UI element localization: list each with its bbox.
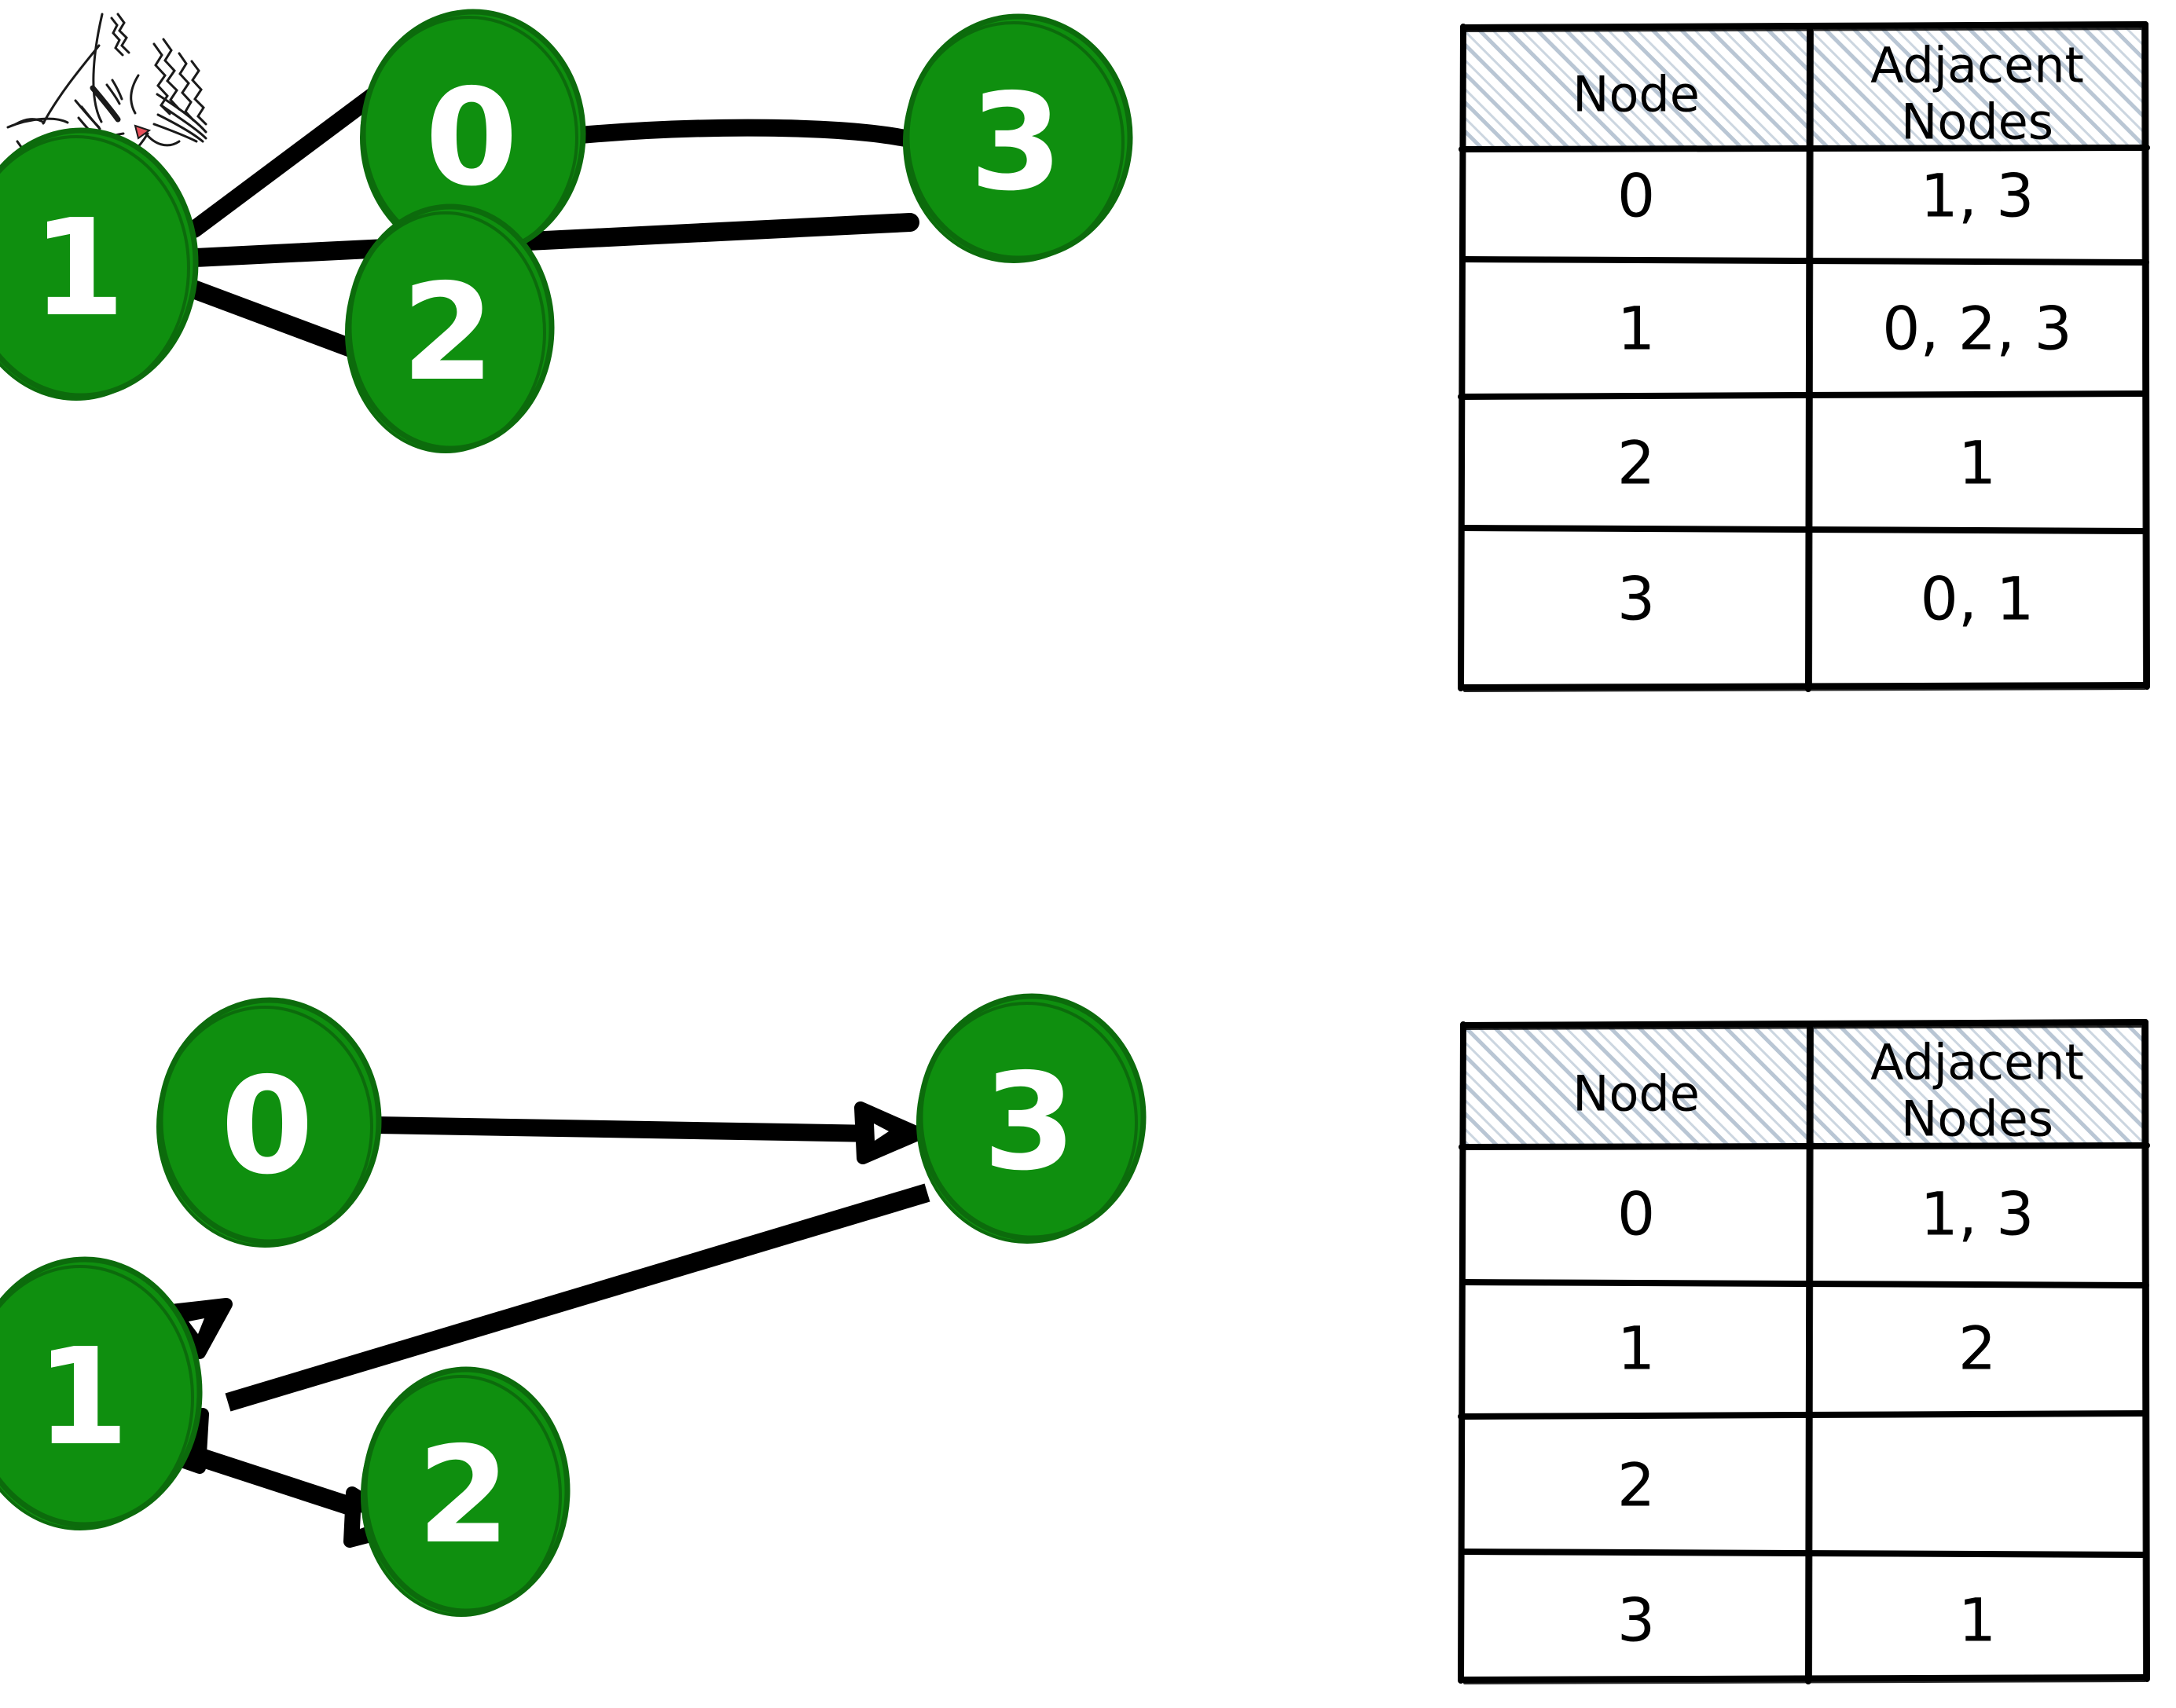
graph-node-label: 0: [425, 60, 518, 216]
cell-adjacent: 1, 3: [1920, 161, 2034, 231]
table-row[interactable]: 1 0, 2, 3: [1617, 294, 2072, 364]
edge-0-3-directed: [375, 1116, 877, 1142]
edge-1-3: [185, 213, 919, 267]
table2-header-node-label: Node: [1572, 1065, 1700, 1123]
table1-header-node-label: Node: [1572, 66, 1700, 123]
cell-node: 0: [1617, 1179, 1655, 1249]
graph-node-0[interactable]: 0: [156, 997, 382, 1248]
cell-adjacent: 2: [1958, 1314, 1996, 1384]
cell-adjacent: 1: [1958, 1585, 1996, 1655]
graph-node-label: 3: [983, 1045, 1076, 1200]
graph-node-label: 1: [36, 1320, 129, 1475]
graph-nodes: 0 3 1 2: [0, 993, 1147, 1617]
table1-rows: 0 1, 3 1 0, 2, 3 2 1 3 0, 1: [1617, 161, 2072, 634]
edge-1-2: [184, 280, 365, 359]
cell-node: 3: [1617, 1585, 1655, 1655]
cell-node: 1: [1617, 1314, 1655, 1384]
graph-nodes: 0 3 1 2: [0, 9, 1133, 453]
table1-header-adjacent-label-line2: Nodes: [1901, 93, 2053, 151]
graph-node-3[interactable]: 3: [916, 993, 1147, 1244]
cell-node: 3: [1617, 564, 1655, 634]
cell-node: 1: [1617, 294, 1655, 364]
table-row[interactable]: 1 2: [1617, 1314, 1996, 1384]
table-row[interactable]: 2: [1617, 1450, 1655, 1520]
adjacency-table-undirected: Node Adjacent Nodes 0 1, 3 1 0, 2, 3 2 1: [1458, 21, 2150, 692]
table1-header-adjacent-label-line1: Adjacent: [1870, 37, 2084, 94]
table2-header-adjacent-label-line1: Adjacent: [1870, 1034, 2084, 1091]
table2-rows: 0 1, 3 1 2 2 3 1: [1617, 1179, 2035, 1655]
edge-0-3: [571, 119, 914, 147]
cell-node: 2: [1617, 428, 1655, 498]
graph-node-3[interactable]: 3: [903, 13, 1133, 263]
arrowhead-to-3: [854, 1101, 926, 1164]
table2-header-adjacent-cell: [1810, 1025, 2145, 1147]
graph-node-1[interactable]: 1: [0, 1256, 203, 1530]
table-row[interactable]: 2 1: [1617, 428, 1996, 498]
graph-node-label: 3: [970, 65, 1062, 221]
graph-node-label: 1: [32, 191, 125, 346]
cell-node: 2: [1617, 1450, 1655, 1520]
table-row[interactable]: 3 1: [1617, 1585, 1996, 1655]
cell-adjacent: 0, 1: [1920, 564, 2034, 634]
cell-adjacent: 0, 2, 3: [1882, 294, 2072, 364]
table2-header-adjacent-label-line2: Nodes: [1901, 1090, 2053, 1148]
graph-node-2[interactable]: 2: [345, 203, 555, 453]
graph-node-label: 0: [221, 1049, 314, 1204]
graph-node-2[interactable]: 2: [361, 1366, 571, 1617]
adjacency-table-directed: Node Adjacent Nodes 0 1, 3 1 2 2 3 1: [1458, 1019, 2150, 1684]
graph-node-1[interactable]: 1: [0, 127, 199, 401]
graph-node-0[interactable]: 0: [360, 9, 586, 259]
table2-header-node-cell: [1462, 1025, 1810, 1147]
table-row[interactable]: 3 0, 1: [1617, 564, 2035, 634]
cell-adjacent: 1, 3: [1920, 1179, 2034, 1249]
table-row[interactable]: 0 1, 3: [1617, 161, 2035, 231]
table-row[interactable]: 0 1, 3: [1617, 1179, 2035, 1249]
graph-node-label: 2: [402, 255, 494, 411]
table1-header-node-cell: [1462, 27, 1810, 149]
graph-node-label: 2: [417, 1418, 510, 1574]
cell-node: 0: [1617, 161, 1655, 231]
edge-3-1-directed: [225, 1183, 930, 1412]
table1-header-adjacent-cell: [1810, 27, 2145, 149]
cell-adjacent: 1: [1958, 428, 1996, 498]
edge-1-2-directed: [176, 1441, 372, 1522]
cat-nose: [134, 124, 152, 140]
